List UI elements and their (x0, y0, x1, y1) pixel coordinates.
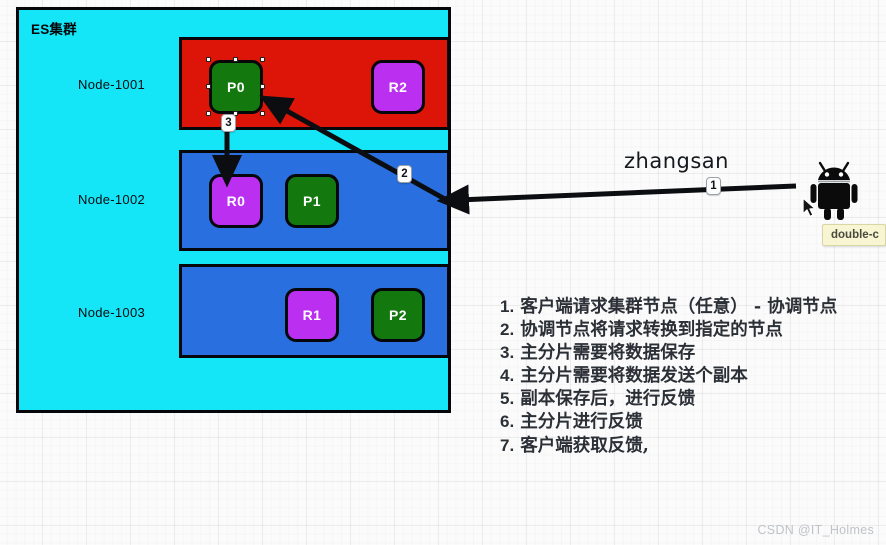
node-label-1002: Node-1002 (78, 192, 146, 207)
shard-p0-label: P0 (227, 79, 245, 95)
shard-r2-label: R2 (388, 79, 408, 95)
shard-r1[interactable]: R1 (285, 288, 339, 342)
node-label-1003: Node-1003 (78, 305, 146, 320)
cluster-title: ES集群 (31, 22, 77, 37)
shard-p1[interactable]: P1 (285, 174, 339, 228)
steps-item: 3. 主分片需要将数据保存 (500, 342, 860, 365)
steps-item-text: 客户端获取反馈, (520, 435, 649, 456)
mouse-cursor-icon (802, 197, 816, 218)
selection-handle-n[interactable] (233, 57, 238, 62)
steps-item-text: 副本保存后，进行反馈 (520, 389, 696, 410)
shard-p1-label: P1 (303, 193, 321, 209)
android-robot-icon[interactable] (806, 160, 866, 222)
steps-item-number: 1. (500, 297, 515, 316)
step-badge-3[interactable]: 3 (221, 114, 236, 132)
shard-p2[interactable]: P2 (371, 288, 425, 342)
selection-handle-se[interactable] (260, 111, 265, 116)
shard-p0[interactable]: P0 (209, 60, 263, 114)
client-name-label: zhangsan (624, 149, 729, 173)
shard-p2-label: P2 (389, 307, 407, 323)
steps-item: 4. 主分片需要将数据发送个副本 (500, 365, 860, 388)
shard-r0-label: R0 (226, 193, 246, 209)
step-badge-1[interactable]: 1 (706, 177, 721, 195)
steps-item-text: 协调节点将请求转换到指定的节点 (520, 320, 783, 341)
steps-item-number: 2. (500, 320, 515, 340)
node-label-1001: Node-1001 (78, 77, 146, 92)
steps-item: 2. 协调节点将请求转换到指定的节点 (500, 319, 860, 342)
selection-handle-e[interactable] (260, 84, 265, 89)
steps-item-number: 7. (500, 435, 515, 455)
arrow-step-1 (436, 183, 797, 215)
steps-item-text: 主分片进行反馈 (520, 412, 643, 433)
steps-list: 1. 客户端请求集群节点（任意） - 协调节点 2. 协调节点将请求转换到指定的… (500, 296, 860, 458)
selection-handle-w[interactable] (206, 84, 211, 89)
steps-item: 5. 副本保存后，进行反馈 (500, 388, 860, 411)
step-badge-2[interactable]: 2 (397, 165, 412, 183)
steps-item-text: 主分片需要将数据发送个副本 (520, 366, 748, 387)
shard-r0[interactable]: R0 (209, 174, 263, 228)
selection-handle-sw[interactable] (206, 111, 211, 116)
steps-item: 7. 客户端获取反馈, (500, 435, 860, 458)
steps-item-text: 客户端请求集群节点（任意） - 协调节点 (520, 297, 838, 317)
steps-item-number: 5. (500, 389, 515, 409)
selection-handle-ne[interactable] (260, 57, 265, 62)
tooltip-double-click: double-c (822, 224, 886, 246)
steps-item-number: 3. (500, 343, 515, 363)
steps-item-number: 6. (500, 412, 515, 432)
selection-handle-nw[interactable] (206, 57, 211, 62)
shard-r2[interactable]: R2 (371, 60, 425, 114)
steps-item: 1. 客户端请求集群节点（任意） - 协调节点 (500, 296, 860, 319)
shard-r1-label: R1 (302, 307, 322, 323)
steps-item: 6. 主分片进行反馈 (500, 411, 860, 434)
watermark: CSDN @IT_Holmes (757, 523, 874, 537)
steps-item-number: 4. (500, 366, 515, 386)
steps-item-text: 主分片需要将数据保存 (520, 343, 696, 364)
